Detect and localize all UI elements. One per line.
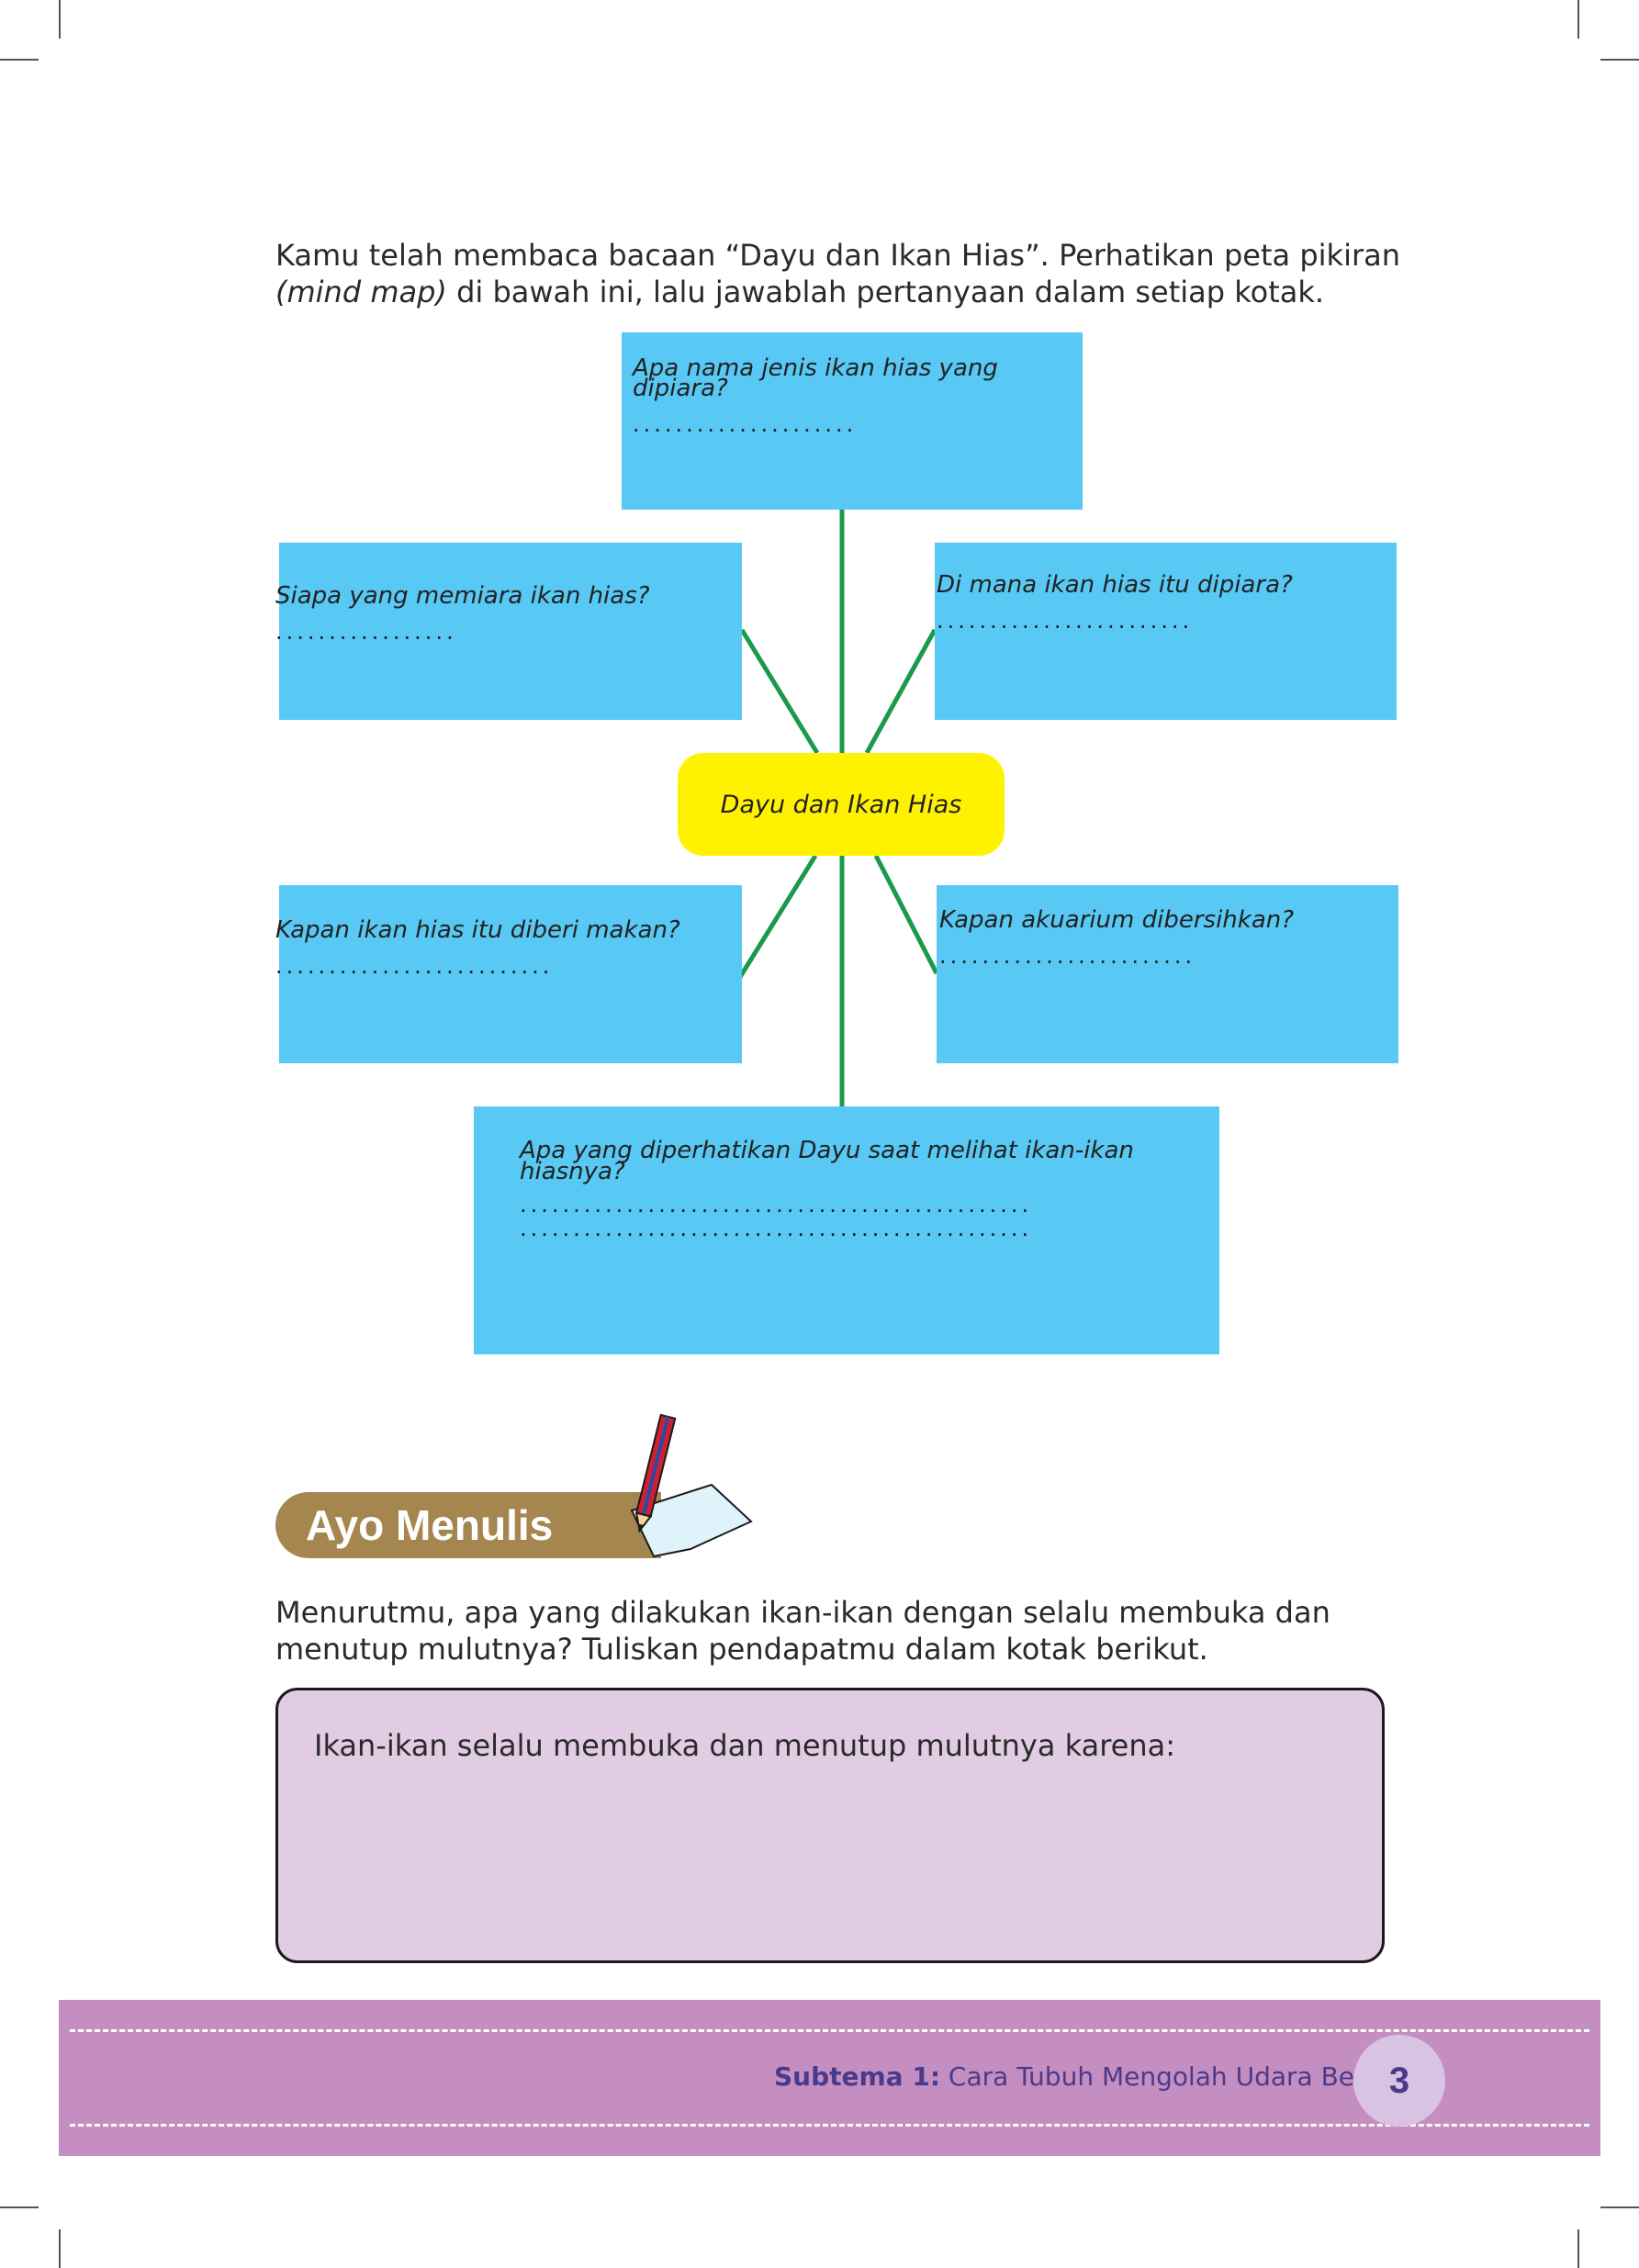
footer-subtheme: Subtema 1: Cara Tubuh Mengolah Udara Ber… xyxy=(774,2061,1402,2092)
mind-map-box-lower-left[interactable] xyxy=(279,885,742,1063)
writing-prompt-line-2: menutup mulutnya? Tuliskan pendapatmu da… xyxy=(275,1632,1208,1667)
crop-mark xyxy=(59,2229,61,2268)
intro-mind-map-term: (mind map) xyxy=(275,275,447,309)
crop-mark xyxy=(1600,2206,1639,2208)
intro-line-2-rest: di bawah ini, lalu jawablah pertanyaan d… xyxy=(446,275,1325,309)
question-top-line-2: dipiara? xyxy=(633,375,728,402)
pencil-and-paper-icon xyxy=(630,1413,753,1558)
connector-upper-right xyxy=(864,628,937,755)
connector-lower-right xyxy=(873,854,939,975)
writing-prompt-line-1: Menurutmu, apa yang dilakukan ikan-ikan … xyxy=(275,1595,1330,1630)
answer-dots-bottom-2[interactable]: ........................................… xyxy=(520,1216,1033,1241)
answer-dots-upper-left[interactable]: ................. xyxy=(275,619,457,645)
crop-mark xyxy=(0,2206,39,2208)
mind-map-box-bottom[interactable] xyxy=(474,1106,1219,1354)
answer-dots-top[interactable]: ..................... xyxy=(633,411,858,437)
footer-subtheme-label: Subtema 1: xyxy=(774,2061,941,2092)
section-title: Ayo Menulis xyxy=(306,1501,554,1549)
crop-mark xyxy=(1577,0,1579,39)
crop-mark xyxy=(59,0,61,39)
question-upper-left: Siapa yang memiara ikan hias? xyxy=(275,582,650,610)
question-bottom-line-2: hiasnya? xyxy=(520,1158,625,1185)
answer-box[interactable] xyxy=(275,1688,1385,1963)
answer-prompt: Ikan-ikan selalu membuka dan menutup mul… xyxy=(314,1728,1176,1763)
question-lower-left: Kapan ikan hias itu diberi makan? xyxy=(275,916,680,944)
connector-upper-left xyxy=(739,628,820,755)
question-bottom-line-1: Apa yang diperhatikan Dayu saat melihat … xyxy=(520,1137,1134,1164)
connector-lower-left xyxy=(737,854,818,979)
crop-mark xyxy=(1600,59,1639,61)
footer-subtheme-title: Cara Tubuh Mengolah Udara Bersih xyxy=(940,2061,1402,2092)
mind-map-box-upper-left[interactable] xyxy=(279,543,742,720)
crop-mark xyxy=(0,59,39,61)
intro-line-2: (mind map) di bawah ini, lalu jawablah p… xyxy=(275,274,1400,310)
question-upper-right: Di mana ikan hias itu dipiara? xyxy=(937,571,1293,599)
section-header-bar xyxy=(275,1492,661,1558)
crop-mark xyxy=(1577,2229,1579,2268)
answer-dots-upper-right[interactable]: ........................ xyxy=(937,608,1194,634)
answer-dots-lower-left[interactable]: .......................... xyxy=(275,953,554,979)
mind-map-box-lower-right[interactable] xyxy=(937,885,1398,1063)
intro-paragraph: Kamu telah membaca bacaan “Dayu dan Ikan… xyxy=(275,237,1400,310)
mind-map-center: Dayu dan Ikan Hias xyxy=(678,753,1005,856)
footer-dashed-line-bottom xyxy=(70,2124,1589,2127)
answer-dots-lower-right[interactable]: ........................ xyxy=(939,943,1196,969)
mind-map-box-upper-right[interactable] xyxy=(935,543,1397,720)
question-top-line-1: Apa nama jenis ikan hias yang xyxy=(633,354,998,382)
page-footer xyxy=(59,2000,1600,2156)
question-lower-right: Kapan akuarium dibersihkan? xyxy=(939,906,1295,934)
answer-dots-bottom-1[interactable]: ........................................… xyxy=(520,1192,1033,1218)
intro-line-1: Kamu telah membaca bacaan “Dayu dan Ikan… xyxy=(275,238,1400,273)
page-number: 3 xyxy=(1353,2035,1445,2127)
mind-map-box-top[interactable] xyxy=(622,332,1083,510)
footer-dashed-line-top xyxy=(70,2029,1589,2032)
writing-prompt: Menurutmu, apa yang dilakukan ikan-ikan … xyxy=(275,1594,1359,1667)
